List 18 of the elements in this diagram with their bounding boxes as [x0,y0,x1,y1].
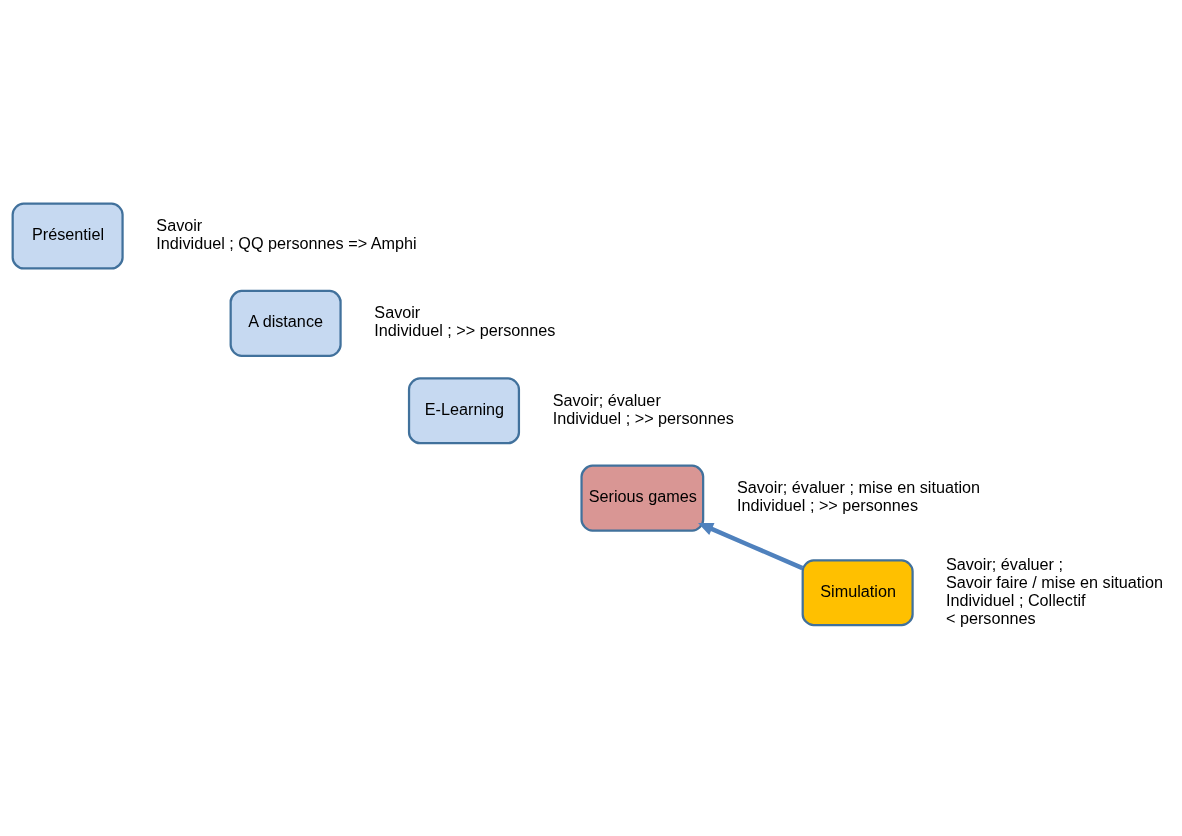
arrow [698,522,804,571]
node-box: A distance [229,289,342,357]
node-box: Présentiel [11,202,124,270]
node-box: E-Learning [407,377,521,445]
node-label: Savoir; évaluer ; [945,554,1063,573]
node-label: Savoir faire / mise en situation [945,572,1163,591]
node-label: Savoir; évaluer ; mise en situation [736,478,981,497]
node-label: Savoir [156,215,203,234]
node-label: Savoir; évaluer [552,390,661,409]
node-box: Simulation [801,559,914,627]
node-label: Savoir [374,303,421,322]
node-label: Individuel ; Collectif [945,590,1086,609]
node-label: Individuel ; >> personnes [552,408,734,427]
node-label: Individuel ; QQ personnes => Amphi [156,234,417,252]
node-box: Serious games [580,464,705,532]
node-label: Individuel ; >> personnes [374,321,556,340]
node-label: < personnes [945,608,1036,627]
node-label: Individuel ; >> personnes [736,496,918,515]
